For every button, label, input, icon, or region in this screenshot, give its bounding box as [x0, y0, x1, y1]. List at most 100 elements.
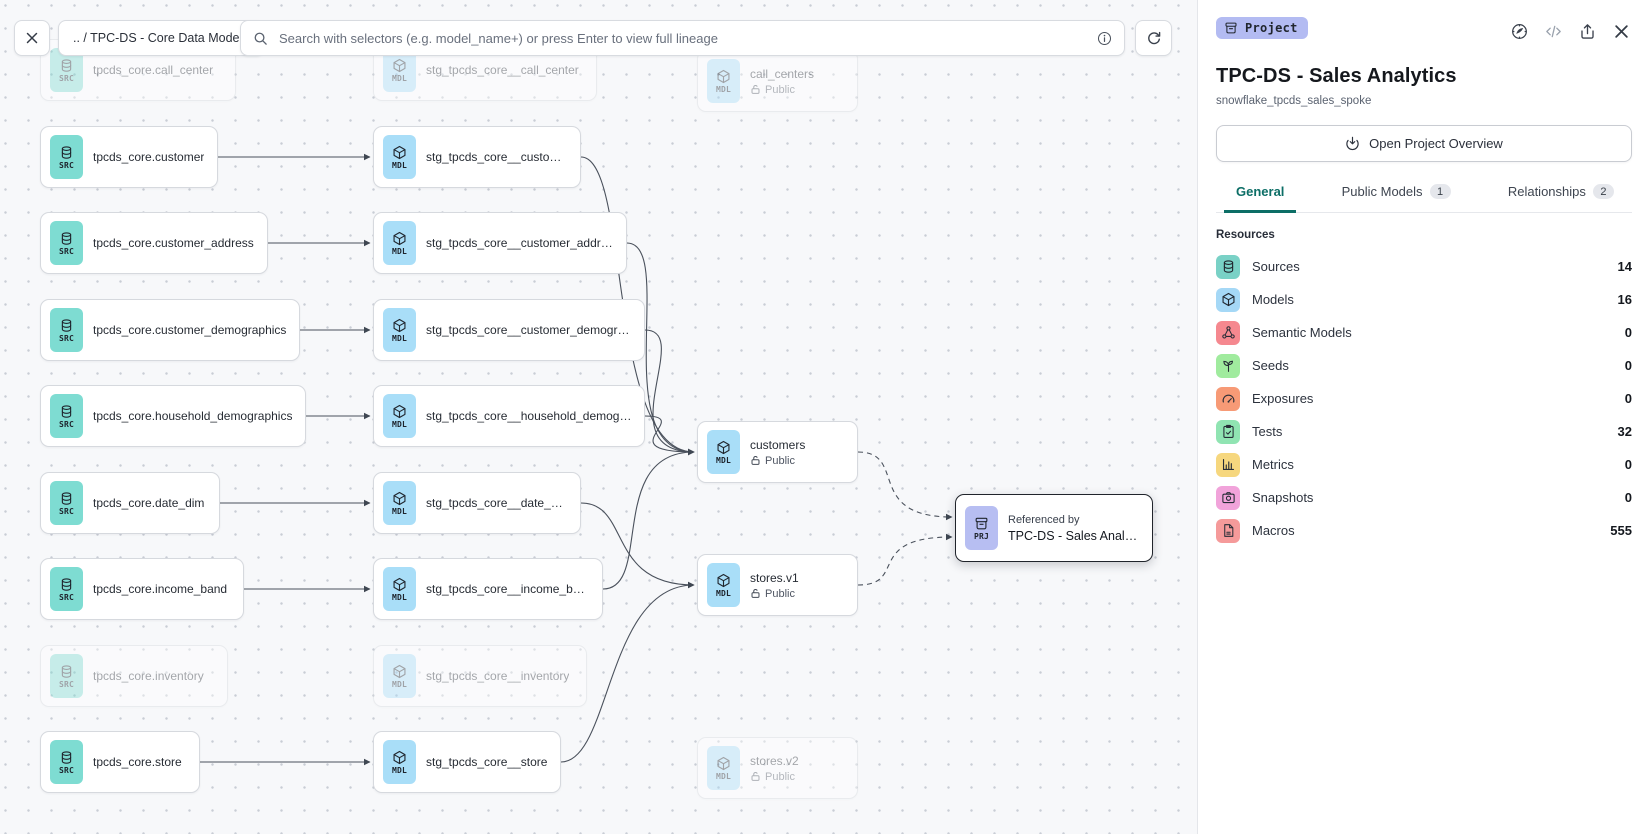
edge-pub_customers-to-prj_sales	[857, 451, 953, 521]
resource-count: 0	[1624, 457, 1632, 472]
database-icon	[59, 58, 74, 73]
cube-icon	[392, 318, 407, 333]
lineage-node-src_inventory[interactable]: SRC tpcds_core.inventory	[40, 645, 228, 707]
cube-icon	[392, 577, 407, 592]
mdl-badge: MDL	[707, 746, 740, 790]
src-badge: SRC	[50, 654, 83, 698]
resource-label: Metrics	[1252, 457, 1294, 472]
view-code-button[interactable]	[1542, 20, 1564, 42]
search-icon	[253, 31, 268, 46]
cube-icon	[392, 664, 407, 679]
mdl-badge: MDL	[383, 394, 416, 438]
database-icon	[59, 491, 74, 506]
close-lineage-button[interactable]	[14, 20, 50, 56]
cube-icon	[716, 756, 731, 771]
src-badge: SRC	[50, 740, 83, 784]
resource-count: 0	[1624, 490, 1632, 505]
project-type-badge: Project	[1216, 17, 1308, 39]
close-panel-button[interactable]	[1610, 20, 1632, 42]
node-label: stg_tpcds_core__call_center	[426, 63, 579, 77]
lineage-edges	[200, 153, 953, 766]
resource-label: Snapshots	[1252, 490, 1314, 505]
node-label: tpcds_core.store	[93, 755, 182, 769]
bar-chart-icon	[1216, 452, 1240, 477]
node-label: stg_tpcds_core__customer_demographics	[426, 323, 632, 337]
close-icon	[24, 30, 40, 46]
cube-icon	[392, 750, 407, 765]
src-badge: SRC	[50, 567, 83, 611]
mdl-badge: MDL	[707, 59, 740, 103]
lineage-node-mdl_household_demographics[interactable]: MDLstg_tpcds_core__household_demographic…	[373, 385, 645, 447]
node-label: tpcds_core.call_center	[93, 63, 214, 77]
open-project-overview-label: Open Project Overview	[1369, 136, 1503, 151]
camera-icon	[1216, 485, 1240, 510]
lineage-search[interactable]	[240, 20, 1125, 56]
share-icon	[1578, 22, 1597, 41]
search-input[interactable]	[277, 29, 1088, 47]
node-label: tpcds_core.inventory	[93, 669, 204, 683]
node-label: tpcds_core.customer	[93, 150, 205, 164]
lock-open-icon	[750, 455, 761, 466]
lineage-node-src_store[interactable]: SRC tpcds_core.store	[40, 731, 200, 793]
file-code-icon	[1216, 518, 1240, 543]
open-project-overview-button[interactable]: Open Project Overview	[1216, 125, 1632, 162]
node-label: tpcds_core.household_demographics	[93, 409, 293, 423]
mdl-badge: MDL	[707, 430, 740, 474]
public-access-label: Public	[750, 771, 799, 783]
resource-label: Sources	[1252, 259, 1300, 274]
tab-general[interactable]: General	[1224, 174, 1297, 213]
share-button[interactable]	[1576, 20, 1598, 42]
mdl-badge: MDL	[383, 740, 416, 784]
refresh-icon	[1146, 30, 1162, 46]
resource-count: 0	[1624, 358, 1632, 373]
breadcrumb[interactable]: .. / TPC-DS - Core Data Models	[58, 20, 264, 56]
cube-icon	[716, 69, 731, 84]
explore-lineage-button[interactable]	[1508, 20, 1530, 42]
lineage-node-src_household_demographics[interactable]: SRC tpcds_core.household_demographics	[40, 385, 306, 447]
src-badge: SRC	[50, 308, 83, 352]
src-badge: SRC	[50, 394, 83, 438]
mdl-badge: MDL	[383, 654, 416, 698]
cube-icon	[392, 404, 407, 419]
cube-icon	[392, 491, 407, 506]
resource-label: Exposures	[1252, 391, 1314, 406]
resource-row-snapshots: Snapshots 0	[1216, 481, 1632, 514]
code-icon	[1544, 22, 1563, 41]
tab-count-badge: 1	[1429, 184, 1451, 199]
resource-label: Macros	[1252, 523, 1295, 538]
cube-icon	[392, 58, 407, 73]
tab-label: General	[1236, 184, 1285, 199]
resource-count: 14	[1617, 259, 1632, 274]
cube-icon	[716, 573, 731, 588]
node-label: stg_tpcds_core__customer	[426, 150, 568, 164]
semantic-icon	[1216, 320, 1240, 345]
refresh-button[interactable]	[1135, 20, 1172, 56]
info-icon[interactable]	[1097, 31, 1112, 46]
edge-mdl_household_demographics-to-pub_customers	[644, 415, 695, 456]
node-label: call_centers	[750, 66, 815, 81]
resource-count: 16	[1617, 292, 1632, 307]
